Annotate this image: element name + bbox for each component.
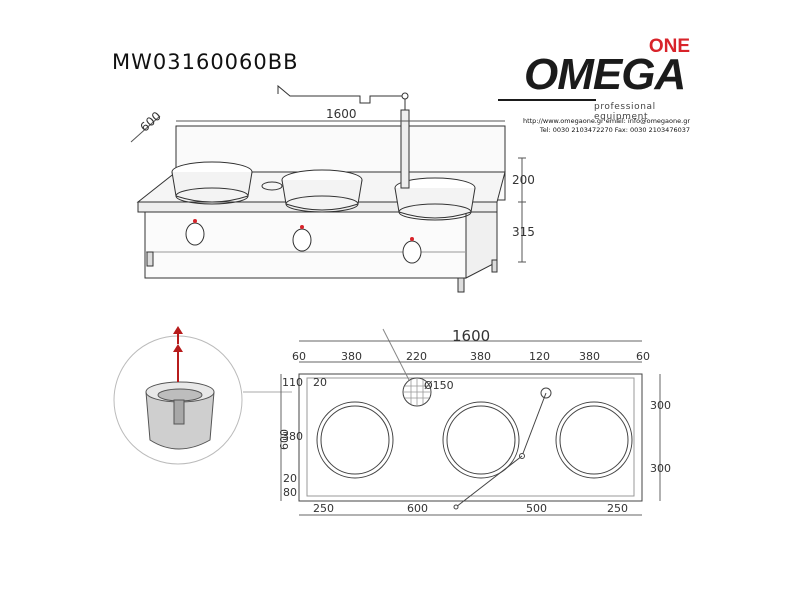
- dim-bottom-4: 250: [607, 502, 628, 515]
- dim-top-4: 380: [470, 350, 491, 363]
- drain-grid: [402, 377, 432, 407]
- dim-width-plan: 1600: [452, 327, 490, 345]
- water-faucet: [277, 84, 410, 189]
- dim-left-1: 110: [282, 376, 303, 389]
- brand-superscript: ONE: [648, 36, 690, 57]
- dim-width-front: 1600: [326, 107, 357, 121]
- plan-burner: [555, 401, 633, 479]
- dim-bottom-2: 600: [407, 502, 428, 515]
- wok-burner: [171, 161, 253, 205]
- leg: [146, 251, 154, 267]
- brand-name: OMEGA: [524, 50, 686, 99]
- dim-body-height: 315: [512, 225, 535, 239]
- dim-left-3: 380: [282, 430, 303, 443]
- control-knob: [292, 225, 312, 252]
- dim-top-2: 380: [341, 350, 362, 363]
- brand-underline: [498, 99, 596, 101]
- dim-top-1: 60: [292, 350, 306, 363]
- dim-height-plan: 600: [278, 429, 291, 450]
- wok-burner: [394, 177, 476, 221]
- drain-hole: [261, 181, 283, 191]
- contact-web-email: http://www.omegaone.gr email: info@omega…: [522, 117, 690, 125]
- dim-top-7: 60: [636, 350, 650, 363]
- dim-top-6: 380: [579, 350, 600, 363]
- brand-logo: ONE OMEGA professional equipment: [498, 36, 698, 124]
- control-knob: [185, 219, 205, 246]
- leg: [491, 259, 498, 273]
- dim-top-3: 220: [406, 350, 427, 363]
- dim-left-5: 80: [283, 486, 297, 499]
- plan-burner: [316, 401, 394, 479]
- dim-left-2: 20: [313, 376, 327, 389]
- dim-right-2: 300: [650, 462, 671, 475]
- dim-top-5: 120: [529, 350, 550, 363]
- dim-splash-height: 200: [512, 173, 535, 187]
- brand-tagline: professional equipment: [594, 102, 656, 122]
- plan-outline: [298, 373, 643, 502]
- dim-left-4: 20: [283, 472, 297, 485]
- contact-info: http://www.omegaone.gr email: info@omega…: [500, 117, 690, 135]
- drain-diameter-label: Ø150: [424, 379, 454, 392]
- dim-right-1: 300: [650, 399, 671, 412]
- wok-insert-detail: [113, 326, 292, 465]
- leg: [457, 277, 465, 293]
- plan-burner: [442, 401, 520, 479]
- control-knob: [402, 237, 422, 264]
- plan-view: [280, 328, 661, 516]
- contact-phone-fax: Tel: 0030 2103472270 Fax: 0030 210347603…: [539, 126, 690, 134]
- model-code: MW03160060BB: [112, 50, 299, 74]
- plan-faucet: [453, 387, 552, 510]
- dim-depth: 600: [137, 109, 163, 135]
- wok-burner: [281, 169, 363, 213]
- dim-bottom-1: 250: [313, 502, 334, 515]
- dim-bottom-3: 500: [526, 502, 547, 515]
- front-view: [130, 84, 526, 293]
